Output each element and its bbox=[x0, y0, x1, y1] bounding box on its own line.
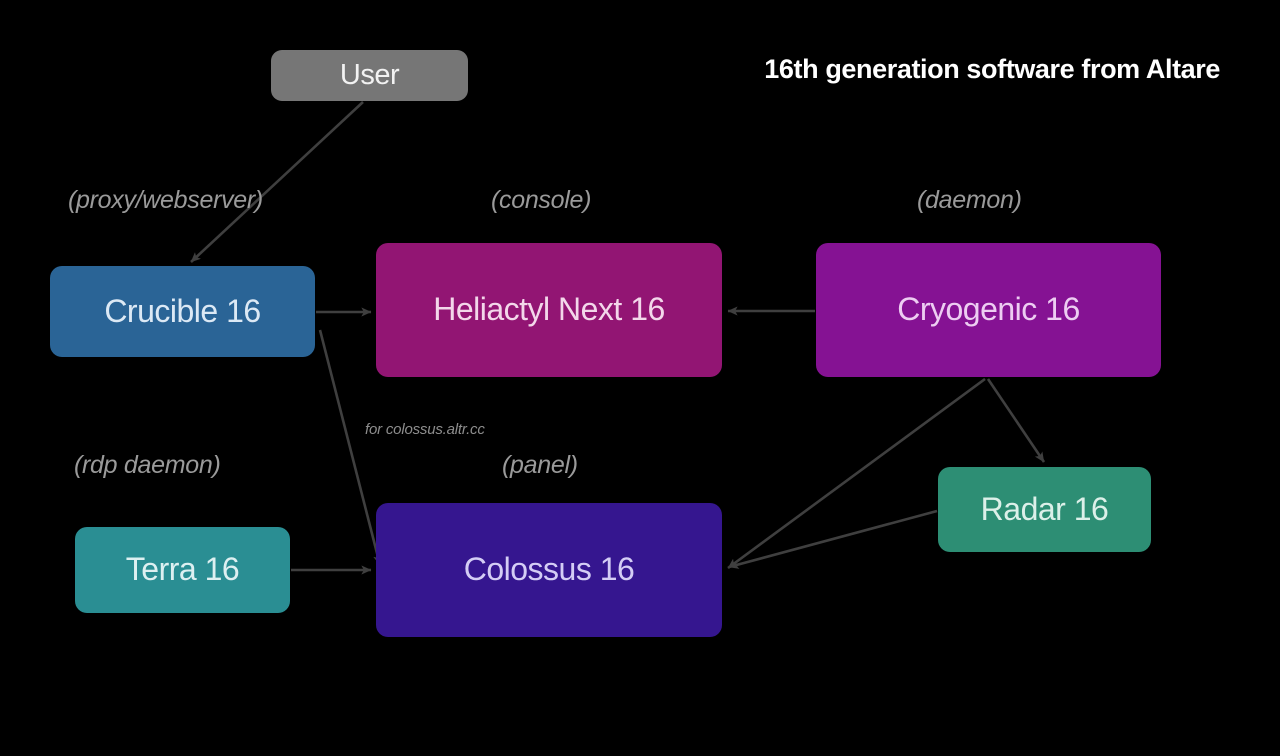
node-colossus-label: Colossus 16 bbox=[463, 551, 635, 588]
node-terra[interactable]: Terra 16 bbox=[75, 527, 290, 613]
edge-crucible-to-colossus bbox=[318, 329, 382, 566]
node-user[interactable]: User bbox=[271, 50, 468, 101]
node-radar-label: Radar 16 bbox=[980, 490, 1109, 527]
page-title: 16th generation software from Altare bbox=[764, 54, 1220, 84]
node-heliactyl-next[interactable]: Heliactyl Next 16 bbox=[376, 243, 722, 377]
node-cryogenic[interactable]: Cryogenic 16 bbox=[816, 243, 1161, 377]
edge-cryogenic-to-colossus bbox=[727, 377, 986, 570]
node-terra-label: Terra 16 bbox=[125, 551, 240, 588]
annotation-panel: (panel) bbox=[502, 451, 578, 479]
annotation-rdp-daemon: (rdp daemon) bbox=[74, 451, 221, 479]
node-crucible[interactable]: Crucible 16 bbox=[50, 266, 315, 357]
edge-user-to-crucible bbox=[190, 101, 364, 263]
annotation-proxy-webserver: (proxy/webserver) bbox=[68, 186, 263, 214]
node-radar[interactable]: Radar 16 bbox=[938, 467, 1151, 552]
node-heliactyl-next-label: Heliactyl Next 16 bbox=[433, 291, 665, 328]
node-user-label: User bbox=[339, 58, 400, 91]
annotation-console: (console) bbox=[491, 186, 592, 214]
edge-cryogenic-to-radar bbox=[986, 378, 1046, 463]
node-colossus[interactable]: Colossus 16 bbox=[376, 503, 722, 637]
node-cryogenic-label: Cryogenic 16 bbox=[897, 291, 1080, 328]
node-crucible-label: Crucible 16 bbox=[104, 292, 261, 329]
annotation-daemon: (daemon) bbox=[917, 186, 1022, 214]
edge-radar-to-colossus bbox=[728, 509, 938, 569]
annotation-colossus-host: for colossus.altr.cc bbox=[365, 421, 485, 438]
